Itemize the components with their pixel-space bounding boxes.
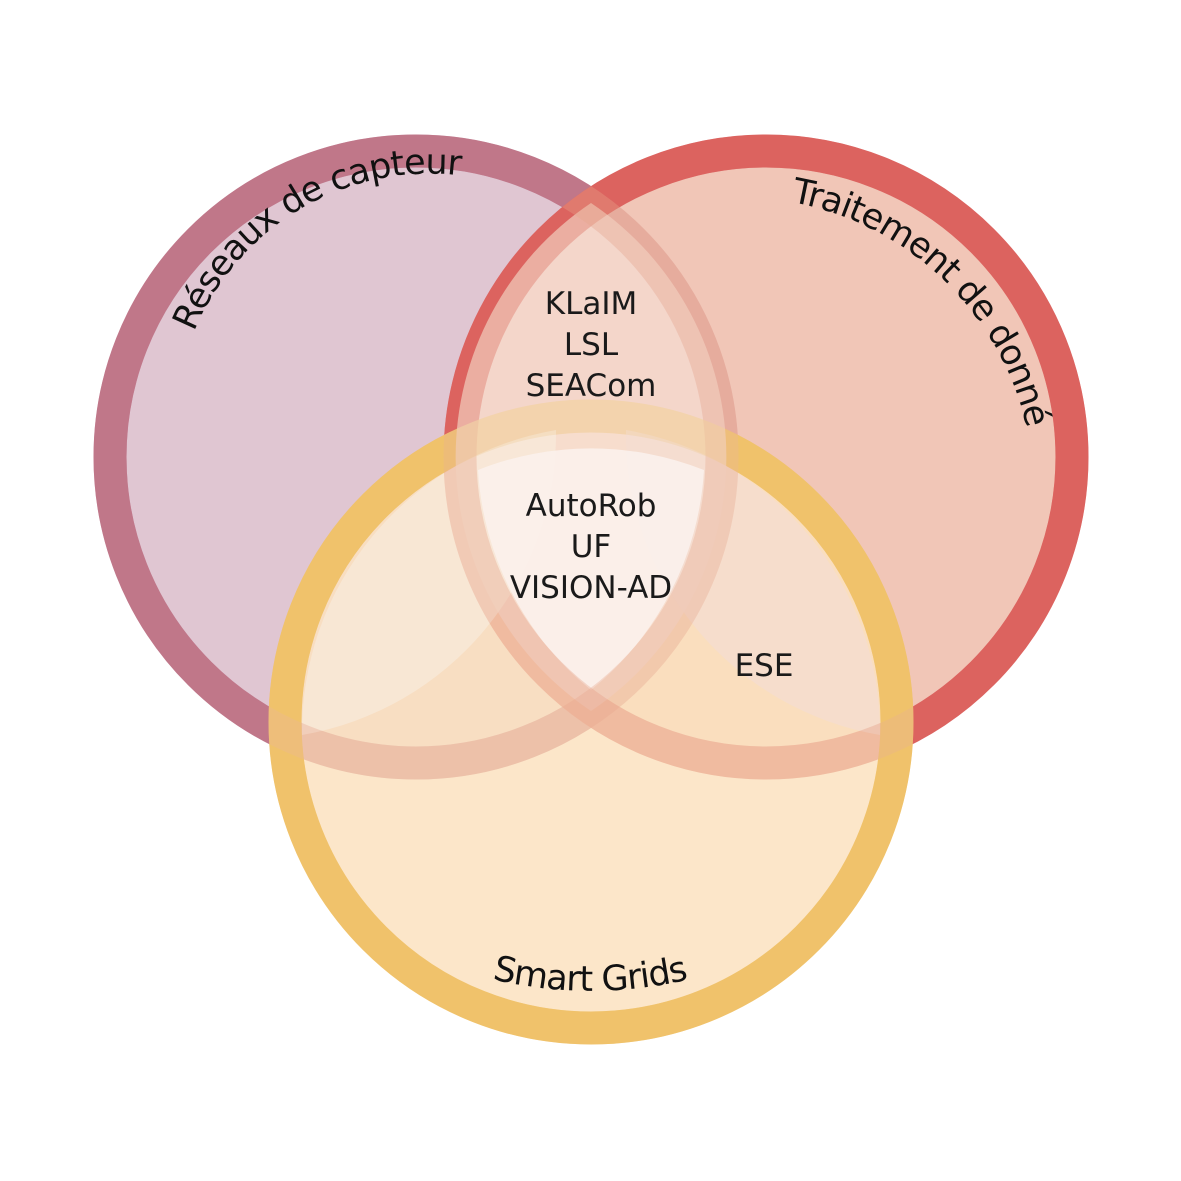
region-sensors-data-item: KLaIM (545, 286, 638, 322)
region-sensors-data-item: LSL (564, 327, 619, 363)
region-center-item: AutoRob (526, 488, 657, 524)
region-center-item: UF (571, 529, 612, 565)
region-sensors-data-item: SEACom (526, 368, 657, 404)
data-ring-overlay (443, 134, 1089, 780)
center-overlap (478, 448, 704, 690)
region-data-grids-item: ESE (735, 648, 794, 684)
sensors-ring-overlay (93, 134, 739, 780)
grids-ring-overlay (268, 399, 914, 1045)
region-center-item: VISION-AD (510, 570, 672, 606)
